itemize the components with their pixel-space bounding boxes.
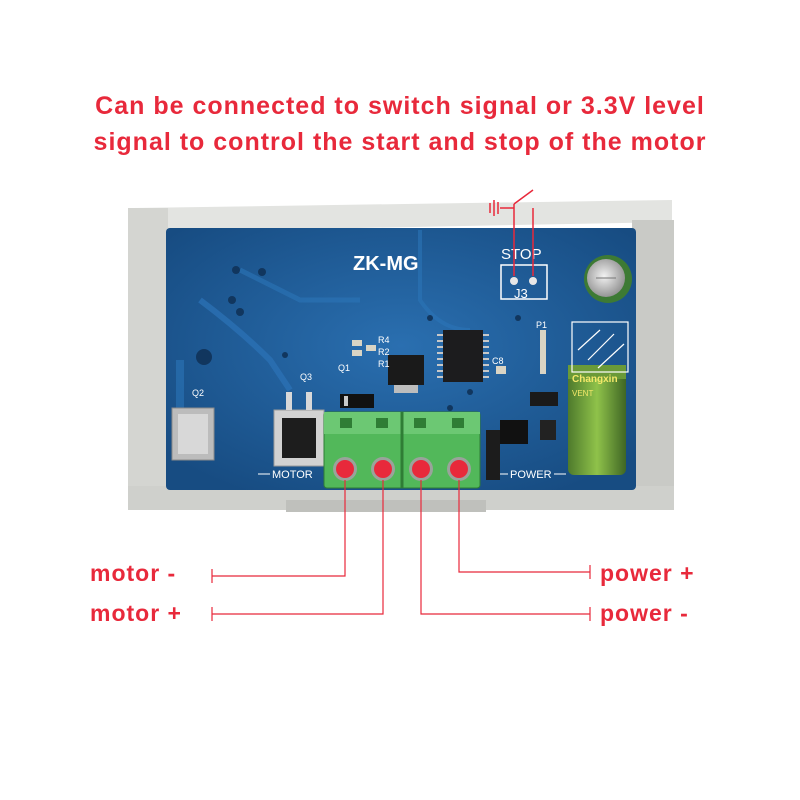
capacitor-top bbox=[584, 255, 632, 303]
hatch-area bbox=[571, 321, 629, 373]
motor-board-label: MOTOR bbox=[272, 469, 313, 481]
motor-plus-label: motor + bbox=[90, 600, 182, 626]
capacitor-side: Changxin VENT bbox=[568, 365, 626, 475]
smd-components bbox=[340, 330, 558, 444]
label-q2: Q2 bbox=[192, 388, 204, 398]
leader-lines bbox=[211, 480, 591, 621]
headline: Can be connected to switch signal or 3.3… bbox=[0, 88, 800, 160]
power-transistor bbox=[273, 392, 325, 467]
label-r1: R1 bbox=[378, 359, 390, 369]
label-r4: R4 bbox=[378, 335, 390, 345]
model-label: ZK-MG bbox=[353, 253, 419, 275]
switch-symbol bbox=[489, 189, 534, 276]
stop-label: STOP bbox=[501, 246, 542, 263]
label-r2: R2 bbox=[378, 347, 390, 357]
j3-label: J3 bbox=[514, 286, 528, 301]
motor-minus-label: motor - bbox=[90, 560, 177, 586]
capacitor-brand: Changxin bbox=[572, 374, 618, 385]
ic-chip bbox=[437, 330, 489, 382]
headline-line-2: signal to control the start and stop of … bbox=[93, 128, 707, 156]
power-minus-label: power - bbox=[600, 600, 689, 626]
label-q3: Q3 bbox=[300, 372, 312, 382]
terminal-blocks bbox=[323, 411, 500, 489]
capacitor-vent: VENT bbox=[572, 389, 593, 398]
power-plus-label: power + bbox=[600, 560, 695, 586]
part-labels: R4 R2 R1 Q1 Q2 Q3 C8 P1 bbox=[192, 320, 547, 398]
headline-line-1: Can be connected to switch signal or 3.3… bbox=[95, 92, 705, 120]
terminal-screws bbox=[333, 457, 471, 481]
gray-connector bbox=[171, 407, 215, 461]
label-c8: C8 bbox=[492, 356, 504, 366]
power-board-label: POWER bbox=[510, 469, 552, 481]
label-p1: P1 bbox=[536, 320, 547, 330]
stop-header-j3: STOP J3 bbox=[500, 246, 548, 301]
label-q1: Q1 bbox=[338, 363, 350, 373]
